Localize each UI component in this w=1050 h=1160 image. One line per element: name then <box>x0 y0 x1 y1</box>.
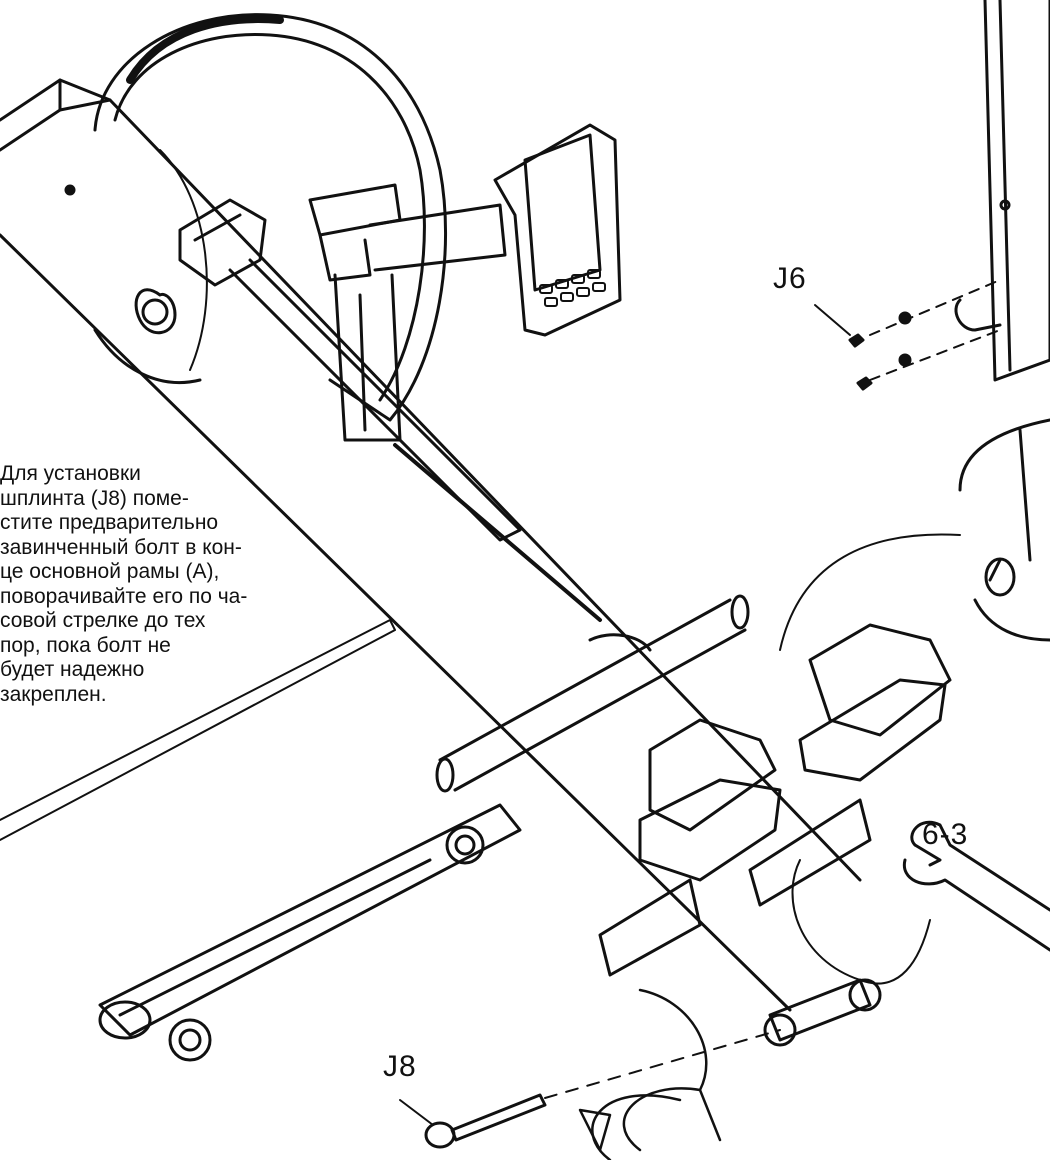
drive-strap <box>393 443 602 622</box>
instruction-line: будет надежно <box>0 658 145 681</box>
monitor-assembly <box>308 123 622 442</box>
j6-bolts <box>814 279 1001 391</box>
instruction-line: стите предварительно <box>0 511 219 534</box>
front-stabilizer <box>763 978 882 1047</box>
instruction-line: поворачивайте его по ча- <box>0 584 248 608</box>
flywheel-housing <box>93 13 448 422</box>
part-label-j6: J6 <box>773 262 807 295</box>
monitor-buttons <box>539 269 606 307</box>
instruction-line: закреплен. <box>0 682 107 706</box>
j8-pin <box>399 1029 781 1149</box>
instruction-line: Для установки <box>0 462 141 485</box>
rotation-arrow <box>578 988 722 1160</box>
assembly-instruction: Для установки шплинта (J8) поме- стите п… <box>0 462 380 707</box>
detail-view <box>779 0 1050 985</box>
instruction-line: завинченный болт в кон- <box>0 535 242 559</box>
instruction-line: це основной рамы (A), <box>0 560 220 583</box>
step-number: 6-3 <box>922 818 969 851</box>
wrench-icon <box>902 821 1050 952</box>
instruction-line: пор, пока болт не <box>0 633 171 657</box>
foot-plates <box>598 623 952 977</box>
handle-bar <box>435 594 750 793</box>
instruction-line: шплинта (J8) поме- <box>0 486 189 510</box>
rear-stabilizer <box>0 619 522 1062</box>
instruction-line: совой стрелке до тех <box>0 609 206 632</box>
part-label-j8: J8 <box>383 1050 417 1083</box>
